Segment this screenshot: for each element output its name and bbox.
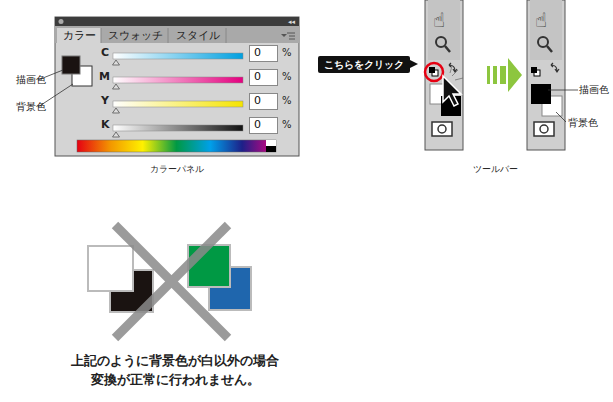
swatch-label: 描画色 — [579, 84, 609, 96]
swatch-label: 背景色 — [16, 101, 46, 113]
svg-text:☝: ☝ — [433, 8, 445, 32]
swatch-label: 背景色 — [568, 117, 598, 129]
channel-letter: Y — [101, 95, 109, 108]
toolbar: ☝ — [425, 0, 463, 150]
percent-sign: % — [282, 71, 292, 83]
percent-sign: % — [282, 47, 292, 59]
panel-tab: カラー — [58, 28, 101, 44]
channel-letter: C — [101, 47, 109, 60]
figure-caption: カラーパネル — [150, 164, 204, 174]
svg-text:◂◂: ◂◂ — [288, 18, 296, 26]
value-box: 0 — [249, 69, 278, 86]
node-text: 0 — [254, 71, 261, 84]
wrong-example — [88, 225, 251, 338]
node-text: スウォッチ — [108, 30, 163, 43]
channel-letter: K — [101, 119, 110, 132]
node-text: カラー — [63, 30, 96, 43]
node-text: 0 — [254, 95, 261, 108]
callout-bubble: こちらをクリック — [318, 56, 410, 73]
node-text: 0 — [254, 47, 261, 60]
toolbar: ☝ — [527, 0, 565, 150]
panel-tab: スウォッチ — [102, 28, 168, 44]
color-panel: ◂◂ — [55, 17, 299, 156]
node-text: 0 — [254, 119, 261, 132]
percent-sign: % — [282, 119, 292, 131]
svg-text:☝: ☝ — [535, 8, 547, 32]
value-box: 0 — [249, 117, 278, 134]
node-text: スタイル — [176, 30, 220, 43]
arrow — [487, 58, 522, 92]
channel-letter: M — [99, 71, 110, 84]
callout-text: こちらをクリック — [324, 59, 404, 71]
value-box: 0 — [249, 45, 278, 62]
percent-sign: % — [282, 95, 292, 107]
swatch-label: 描画色 — [16, 74, 46, 86]
figure-caption: ツールバー — [473, 164, 518, 174]
panel-tab: スタイル — [169, 28, 226, 44]
warning-caption: 上記のように背景色が白以外の場合 変換が正常に行われません。 — [66, 352, 284, 390]
value-box: 0 — [249, 93, 278, 110]
